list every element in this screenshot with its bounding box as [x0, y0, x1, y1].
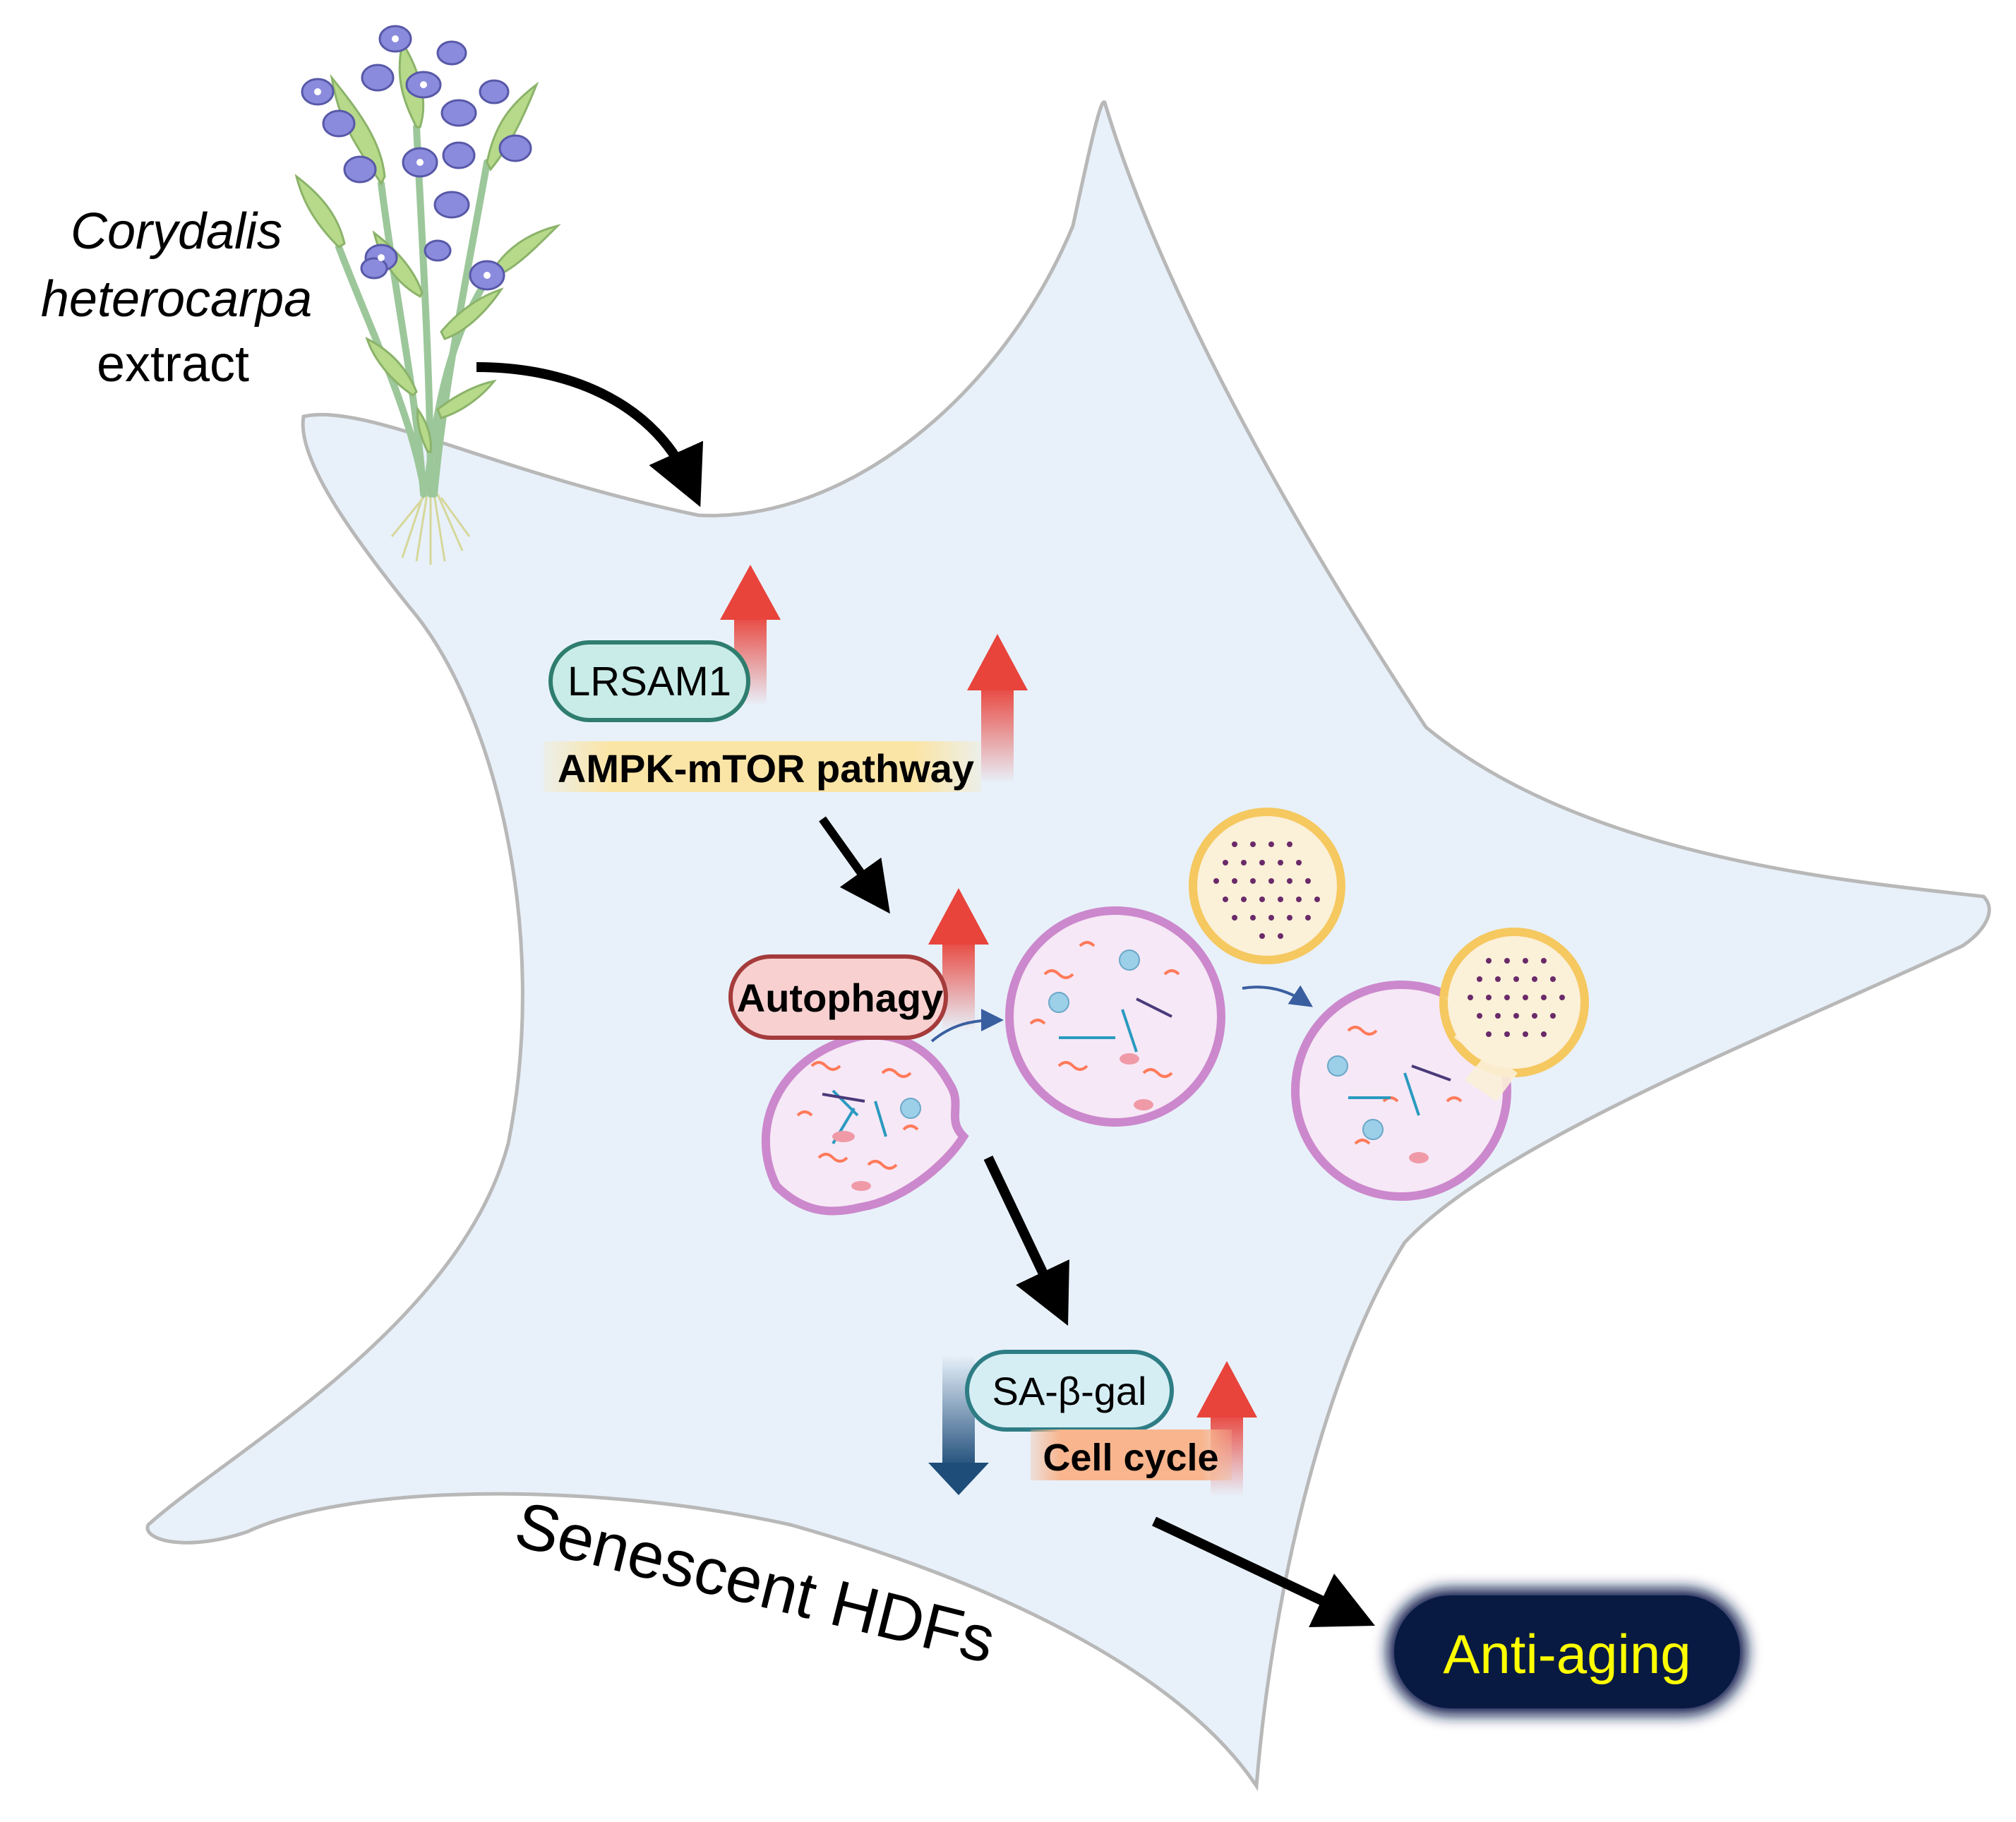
arrow-to-autophagosome	[930, 1009, 1004, 1043]
cellcycle-highlight	[1031, 1430, 1232, 1480]
arrow-to-anti-aging	[1152, 1516, 1375, 1628]
autolysosome	[1291, 928, 1589, 1201]
lysosome-granule	[1241, 897, 1247, 902]
arrow-extract-to-cell	[476, 362, 704, 508]
lysosome-granule	[1278, 933, 1283, 939]
lysosome-granule	[1541, 1031, 1547, 1037]
lysosome-granule	[1523, 1031, 1528, 1037]
lysosome-granule	[1541, 995, 1547, 1000]
lysosome-granule	[1287, 915, 1292, 921]
lysosome-granule	[1477, 1013, 1482, 1019]
lysosome-granule	[1287, 878, 1292, 884]
lysosome-granule	[1259, 860, 1265, 865]
arrow-to-autolysosome	[1242, 985, 1313, 1007]
lysosome-granule	[1532, 1013, 1537, 1019]
lysosome-granule	[1223, 897, 1228, 902]
lysosome-granule	[1477, 976, 1482, 982]
lrsam1-label: LRSAM1	[568, 659, 731, 705]
lysosome-granule	[1305, 878, 1311, 884]
lysosome-granule	[1287, 841, 1292, 847]
lysosome	[1189, 808, 1345, 964]
autophagosome	[1005, 906, 1225, 1127]
cellcycle-label: Cell cycle	[1043, 1437, 1218, 1479]
lysosome-granule	[1550, 1013, 1556, 1019]
lysosome-granule	[1559, 995, 1565, 1000]
lysosome-granule	[1250, 878, 1256, 884]
up-arrow-autophagy	[928, 888, 989, 1031]
autophagy-box	[728, 954, 948, 1040]
lysosome-granule	[1296, 860, 1302, 865]
lrsam1-box	[548, 640, 750, 722]
lysosome-granule	[1232, 841, 1237, 847]
lysosome-granule	[1241, 860, 1247, 865]
lysosome-granule	[1232, 878, 1237, 884]
sagal-label: SA-β-gal	[992, 1369, 1147, 1413]
lysosome-granule	[1305, 915, 1311, 921]
lysosome-granule	[1513, 1013, 1519, 1019]
lysosome-granule	[1495, 1013, 1501, 1019]
lysosome-granule	[1296, 897, 1302, 902]
lysosome-granule	[1486, 958, 1492, 964]
up-arrow-ampk	[967, 634, 1028, 784]
plant-label-line2: heterocarpa	[41, 271, 312, 328]
plant-label-line3: extract	[97, 336, 249, 392]
lysosome-granule	[1486, 1031, 1492, 1037]
lysosome-granule	[1278, 897, 1283, 902]
lysosome-granule	[1523, 958, 1528, 964]
lysosome-granule	[1504, 1031, 1510, 1037]
anti-aging-box	[1387, 1588, 1747, 1715]
lysosome-granule	[1278, 860, 1283, 865]
anti-aging-label: Anti-aging	[1443, 1623, 1691, 1685]
lysosome-granule	[1550, 976, 1556, 982]
lysosome-granule	[1232, 915, 1237, 921]
ampk-highlight	[544, 741, 981, 792]
lysosome-granule	[1541, 958, 1547, 964]
plant-label-line1: Corydalis	[71, 203, 282, 260]
lysosome-granule	[1213, 878, 1219, 884]
ampk-label: AMPK-mTOR pathway	[558, 746, 974, 791]
lysosome-granule	[1250, 841, 1256, 847]
lysosome-granule	[1314, 897, 1320, 902]
lysosome-granule	[1523, 995, 1528, 1000]
lysosome-granule	[1268, 915, 1274, 921]
arrow-autophagy-to-sagal	[983, 1155, 1069, 1326]
lysosome-granule	[1495, 976, 1501, 982]
lysosome-granule	[1259, 897, 1265, 902]
arrow-ampk-to-autophagy	[819, 816, 890, 914]
autophagosome-forming	[761, 1031, 969, 1216]
lysosome-granule	[1504, 958, 1510, 964]
lysosome-granule	[1223, 860, 1228, 865]
lysosome-granule	[1486, 995, 1492, 1000]
lysosome-granule	[1250, 915, 1256, 921]
corydalis-plant-illustration	[294, 25, 561, 565]
autophagy-label: Autophagy	[737, 976, 943, 1020]
lysosome-granule	[1504, 995, 1510, 1000]
lysosome-granule	[1259, 933, 1265, 939]
lysosome-granule	[1268, 878, 1274, 884]
lysosome-granule	[1532, 976, 1537, 982]
lysosome-granule	[1468, 995, 1473, 1000]
lysosome-granule	[1268, 841, 1274, 847]
lysosome-granule	[1513, 976, 1519, 982]
